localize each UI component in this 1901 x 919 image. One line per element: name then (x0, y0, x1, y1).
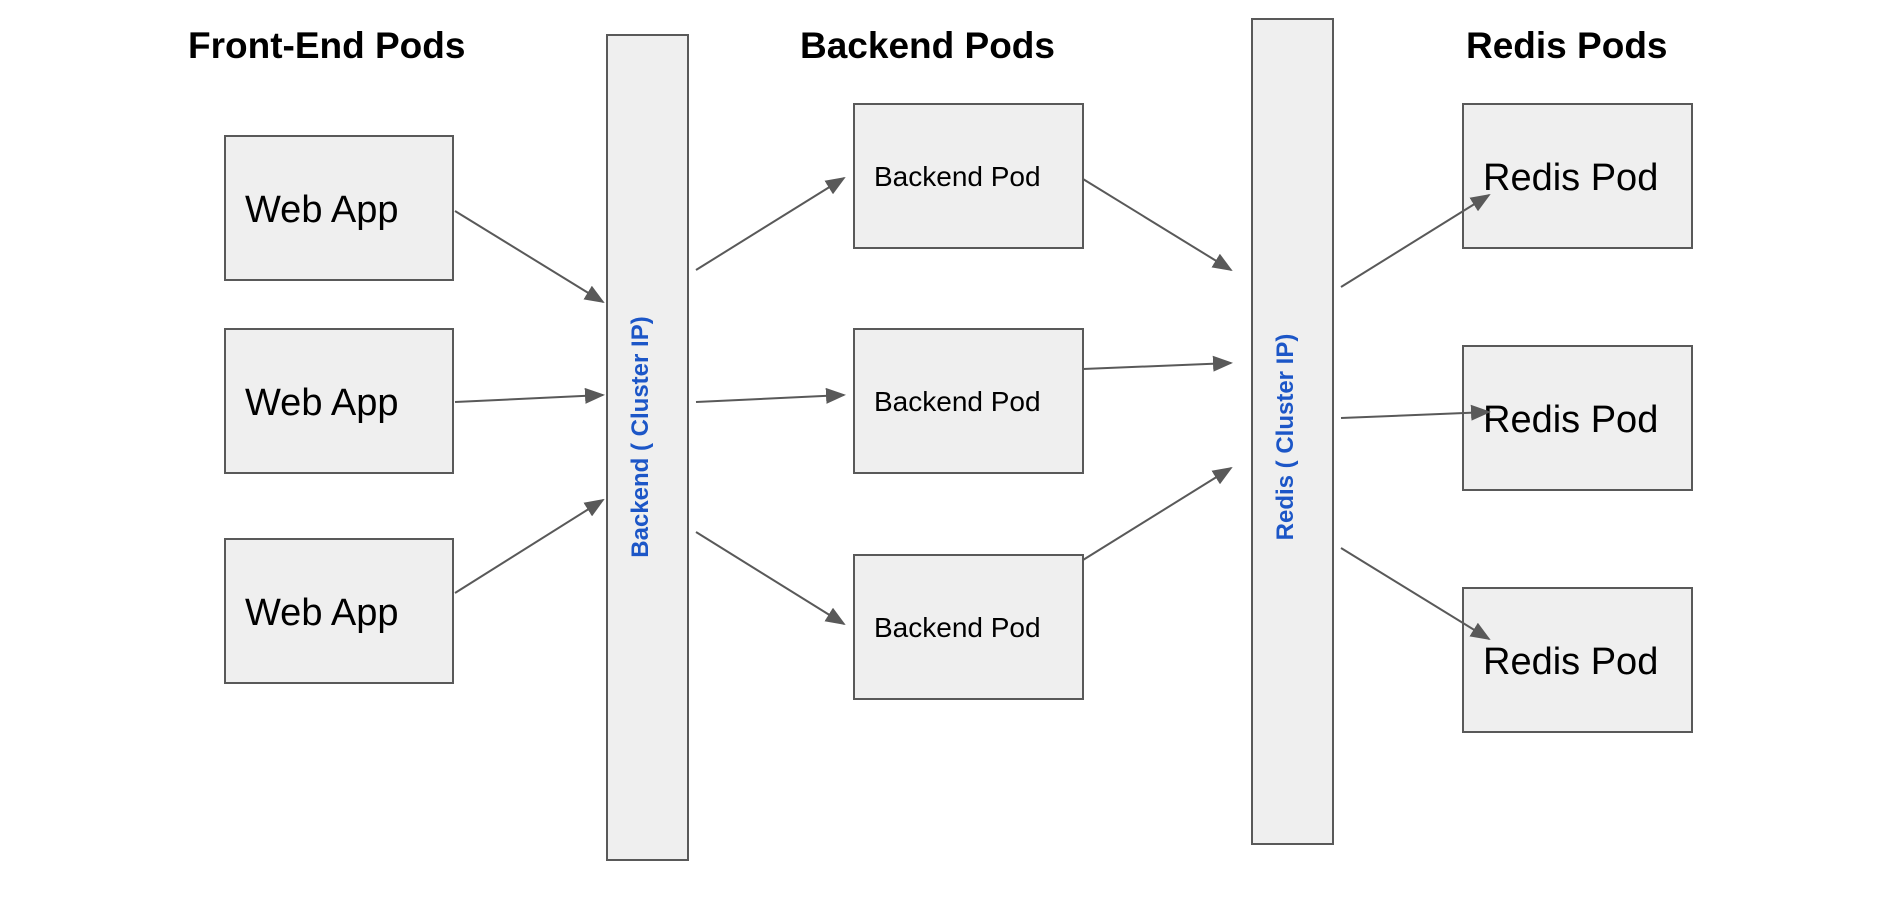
arrow-backend-service-to-pod (695, 531, 846, 626)
arrow-backend-service-to-pod (695, 387, 846, 404)
redis-pod: Redis Pod (1462, 345, 1693, 491)
frontend-pod-label: Web App (245, 592, 399, 634)
arrow-redis-service-to-pod (1340, 547, 1491, 641)
arrow-frontend-to-backend-service (454, 387, 605, 404)
backend-service-label: Backend ( Cluster IP) (627, 316, 654, 557)
frontend-pod: Web App (224, 135, 454, 281)
redis-pod-label: Redis Pod (1483, 641, 1658, 683)
redis-pod: Redis Pod (1462, 587, 1693, 733)
redis-service-label: Redis ( Cluster IP) (1272, 334, 1299, 541)
backend-pod-label: Backend Pod (874, 386, 1041, 417)
arrow-backend-pod-to-redis-service (1082, 355, 1233, 372)
redis-pod: Redis Pod (1462, 103, 1693, 249)
backend-pod: Backend Pod (853, 554, 1084, 700)
frontend-pod-label: Web App (245, 382, 399, 424)
redis-service: Redis ( Cluster IP) (1251, 18, 1334, 845)
arrow-redis-service-to-pod (1340, 404, 1491, 421)
backend-pod: Backend Pod (853, 103, 1084, 249)
frontend-pod: Web App (224, 328, 454, 474)
arrow-frontend-to-backend-service (454, 210, 605, 304)
backend-service: Backend ( Cluster IP) (606, 34, 689, 861)
redis-heading: Redis Pods (1466, 25, 1668, 66)
arrow-backend-service-to-pod (695, 176, 846, 271)
arrow-redis-service-to-pod (1340, 193, 1491, 288)
backend-pod-label: Backend Pod (874, 612, 1041, 643)
frontend-pod-label: Web App (245, 189, 399, 231)
arrow-backend-pod-to-redis-service (1082, 178, 1233, 272)
arrow-frontend-to-backend-service (454, 498, 605, 594)
backend-pod: Backend Pod (853, 328, 1084, 474)
frontend-pod: Web App (224, 538, 454, 684)
redis-pod-label: Redis Pod (1483, 157, 1658, 199)
arrow-backend-pod-to-redis-service (1082, 466, 1233, 561)
redis-pod-label: Redis Pod (1483, 399, 1658, 441)
frontend-heading: Front-End Pods (188, 25, 465, 66)
backend-heading: Backend Pods (800, 25, 1055, 66)
backend-pod-label: Backend Pod (874, 161, 1041, 192)
